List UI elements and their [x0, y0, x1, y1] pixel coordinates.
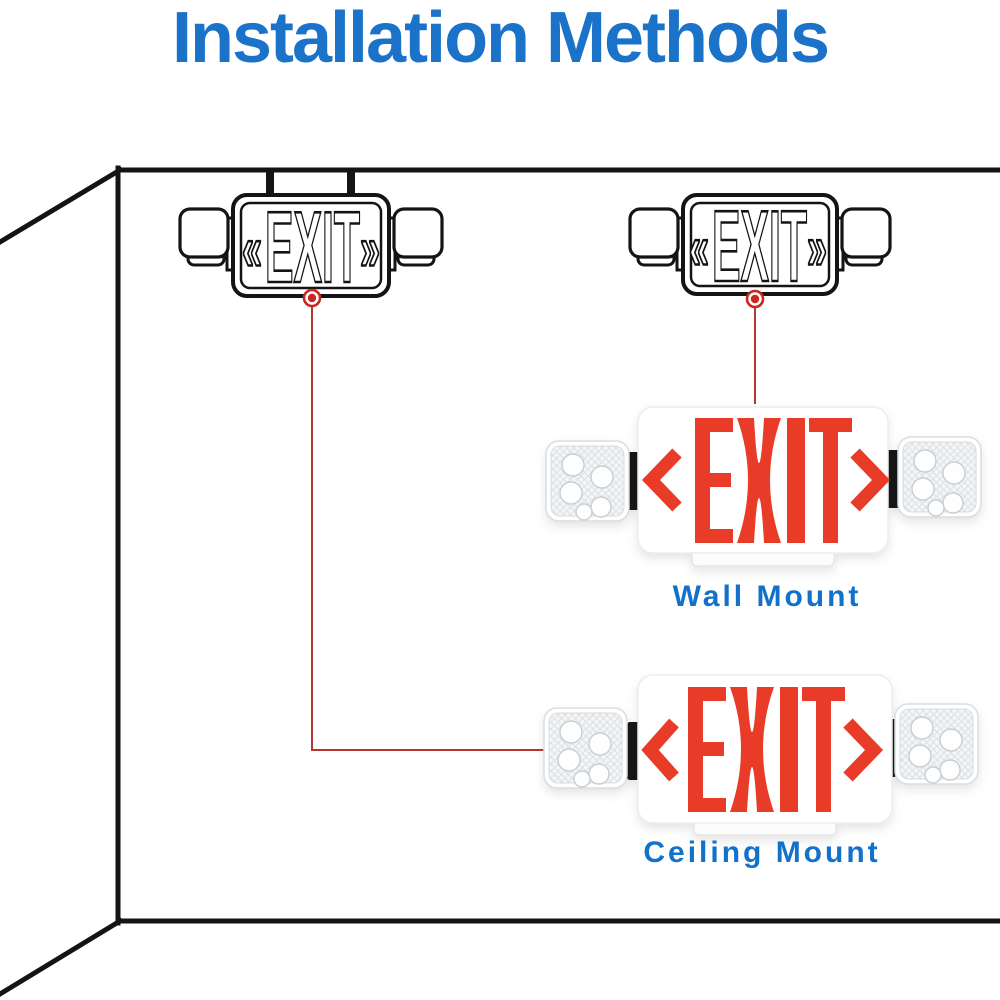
outline-sign-pendant: « EXIT »	[178, 171, 444, 308]
ceiling-mount-label: Ceiling Mount	[643, 836, 881, 869]
letter-x	[730, 687, 774, 812]
wall-mount-fixture	[545, 406, 982, 567]
mount-point-dot	[307, 293, 317, 303]
letter-i	[780, 687, 798, 812]
chevron-left-glyph: «	[689, 214, 709, 283]
page-title: Installation Methods	[171, 0, 830, 78]
chevron-right-icon	[843, 718, 884, 782]
sign-body-inner	[689, 201, 831, 288]
chevron-left-icon	[641, 718, 679, 782]
letter-t	[809, 418, 852, 543]
room-outline	[0, 165, 1000, 997]
lamp-head-left	[545, 440, 630, 522]
exit-text: EXIT	[712, 191, 807, 303]
lamp-head-right	[840, 207, 892, 259]
chevron-right-glyph: »	[807, 214, 827, 283]
lamp-head-right	[392, 207, 444, 259]
ceiling-mount-fixture	[543, 674, 979, 836]
letter-i	[787, 418, 805, 543]
exit-lettering	[641, 418, 891, 543]
letter-x	[737, 418, 781, 543]
lamp-head-left	[543, 707, 628, 789]
floor-perspective-line	[0, 917, 124, 997]
lamp-head-left	[178, 207, 230, 259]
lamp-head-right	[897, 436, 982, 518]
ceiling-perspective-line	[0, 166, 124, 245]
chevron-left-glyph: «	[242, 215, 262, 284]
letter-e	[695, 418, 733, 543]
chevron-right-icon	[850, 448, 891, 512]
letter-e	[688, 687, 726, 812]
exit-lettering	[641, 687, 884, 812]
chevron-left-icon	[641, 448, 682, 512]
lamp-head-right	[894, 703, 979, 785]
letter-t	[802, 687, 845, 812]
exit-text: EXIT	[265, 192, 360, 304]
hanger-bar-left	[266, 171, 274, 197]
hanger-bar-right	[347, 171, 355, 197]
lamp-head-left	[628, 207, 680, 259]
outline-sign-flush: « EXIT »	[628, 190, 892, 309]
sign-body-inner	[239, 201, 383, 290]
wall-mount-label: Wall Mount	[672, 580, 862, 613]
chevron-right-glyph: »	[360, 215, 380, 284]
connector-line-ceiling-mount	[311, 306, 544, 751]
mount-point-dot	[750, 294, 760, 304]
